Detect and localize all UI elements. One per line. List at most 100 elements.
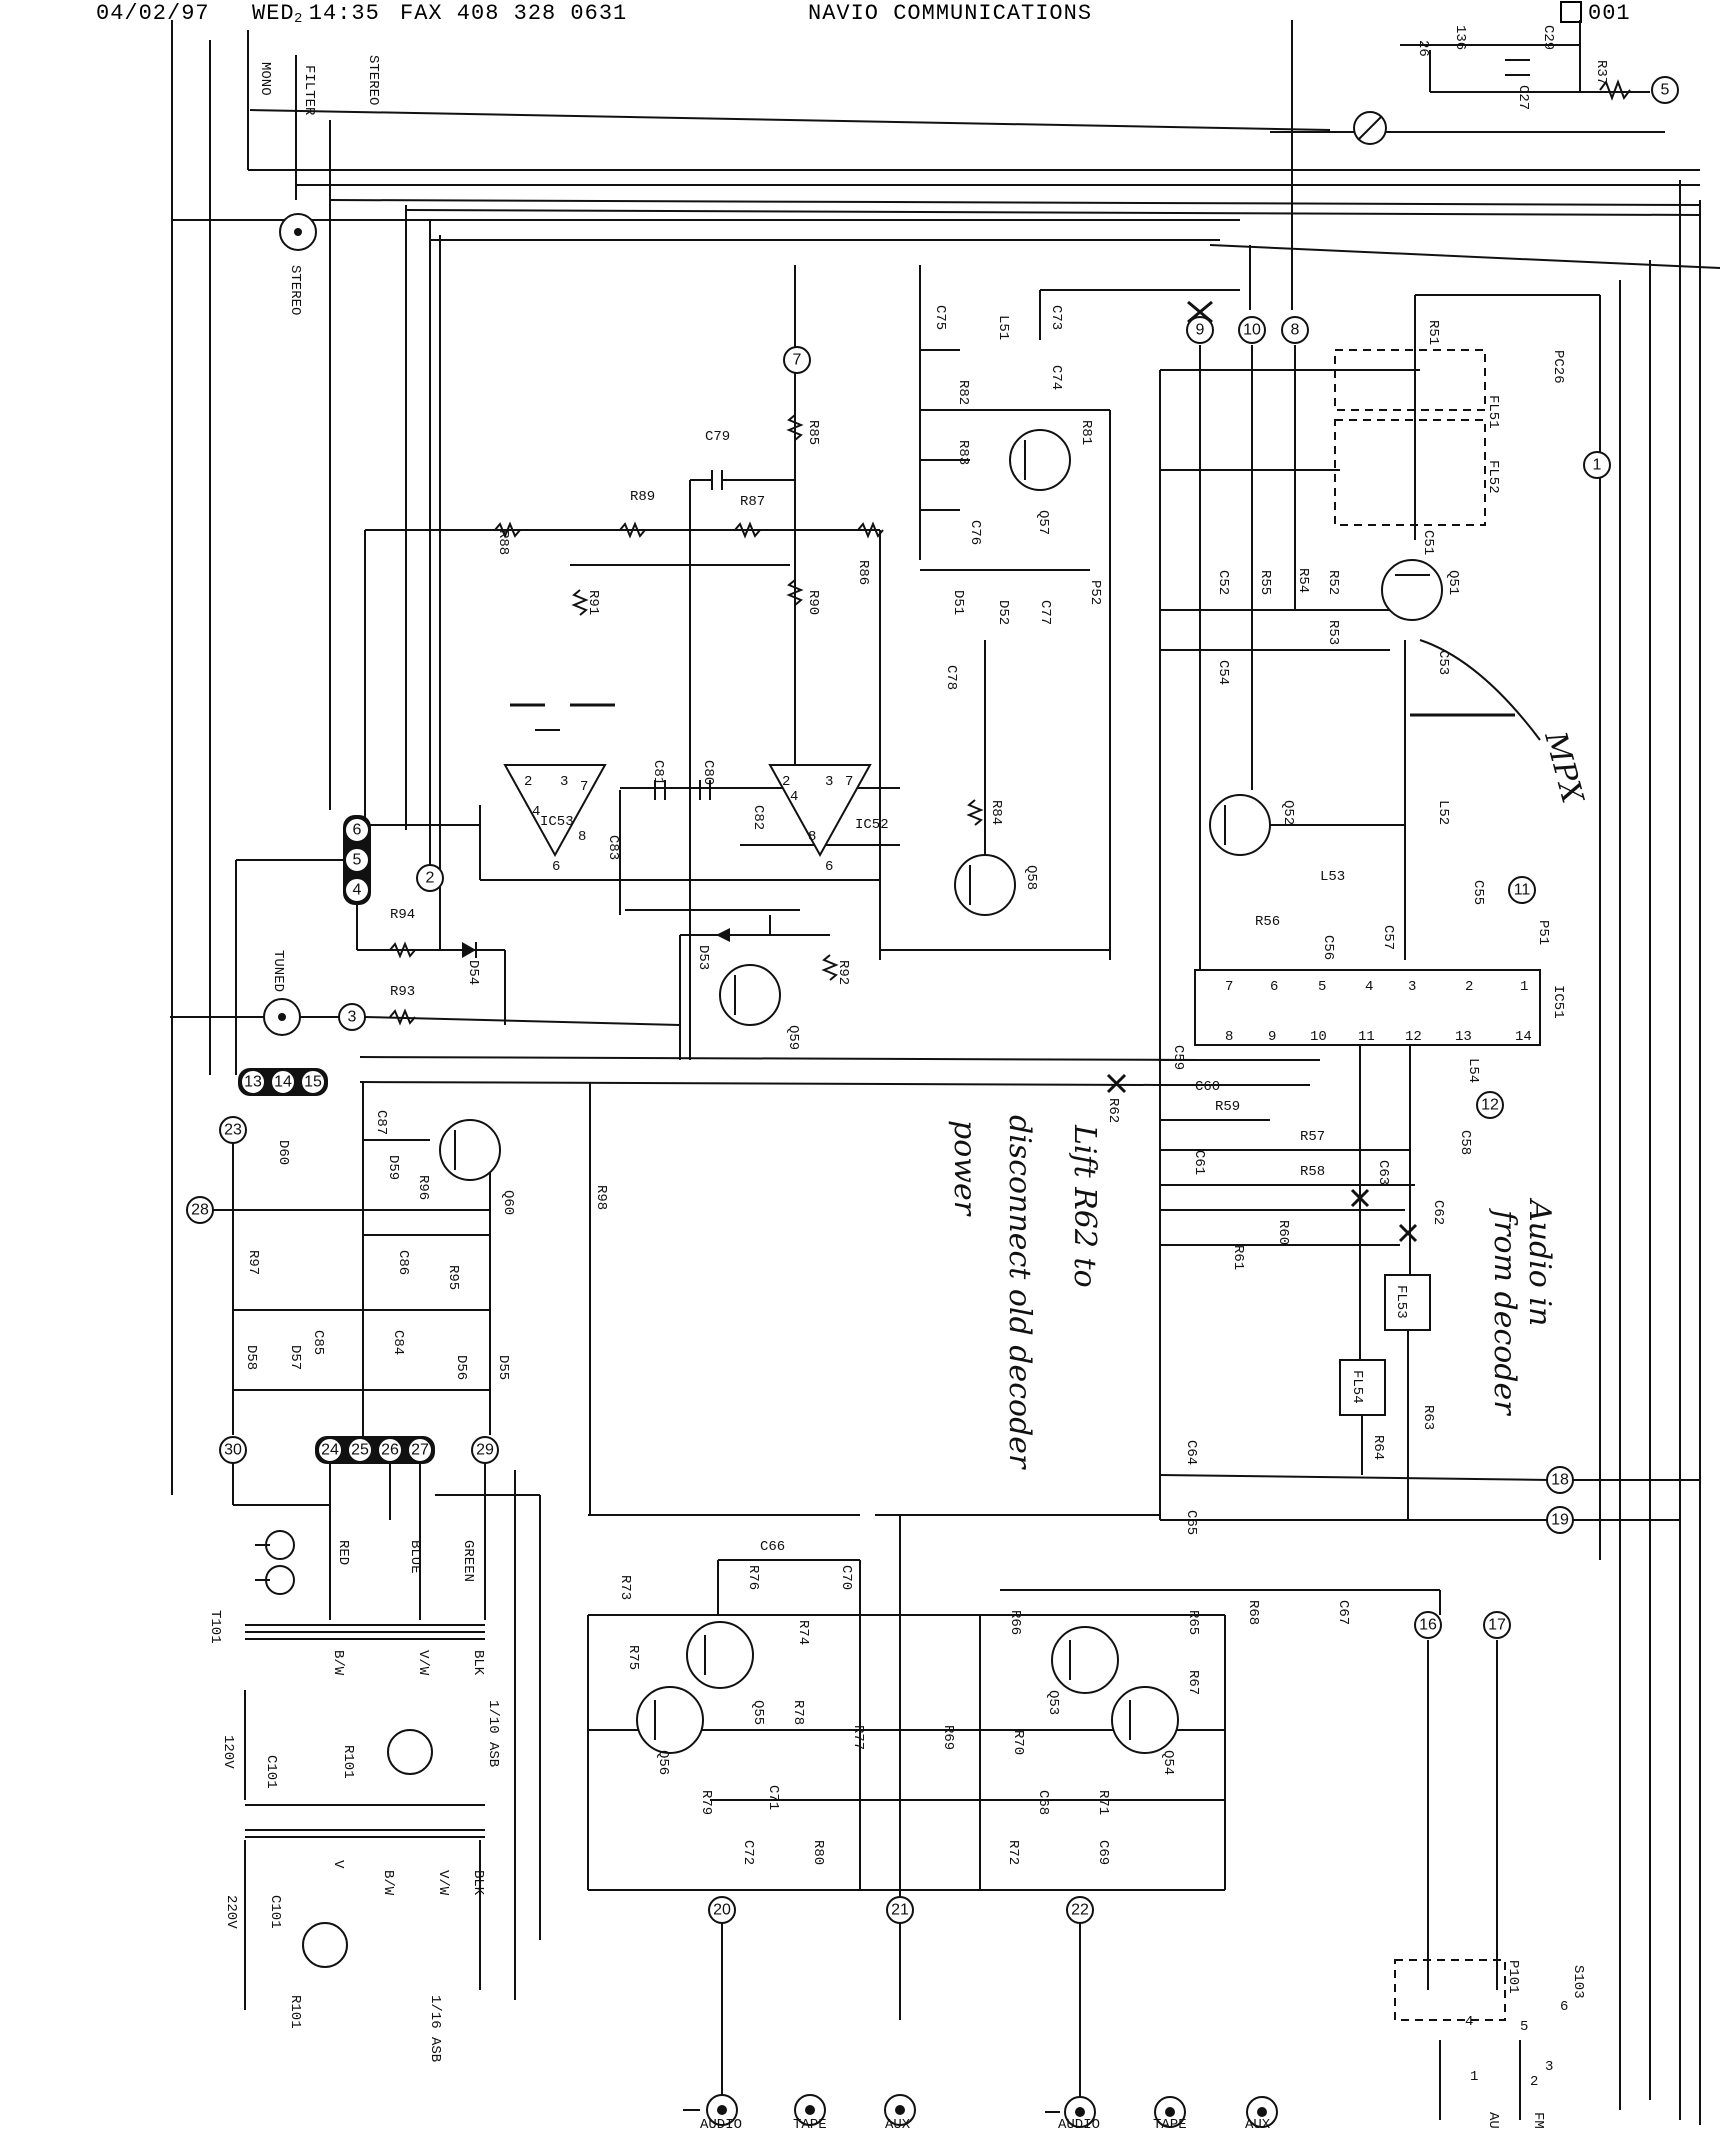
stereo-lamp: STEREO xyxy=(279,213,317,315)
label-r72: R72 xyxy=(1005,1840,1021,1865)
label-p101: P101 xyxy=(1505,1960,1521,1994)
label-r73: R73 xyxy=(617,1575,633,1600)
label-r71: R71 xyxy=(1095,1790,1111,1815)
terminal-29: 29 xyxy=(476,1442,494,1459)
label-r65: R65 xyxy=(1185,1610,1201,1635)
fax-date: 04/02/97 xyxy=(96,1,210,26)
note-disconnect: disconnect old decoder xyxy=(1002,1115,1037,1470)
label-c64: C64 xyxy=(1183,1440,1199,1465)
terminal-11-group: 11 xyxy=(1508,876,1536,904)
label-fl54: FL54 xyxy=(1349,1370,1365,1404)
jack-tape-label-1: TAPE xyxy=(793,2117,827,2131)
label-l52: L52 xyxy=(1435,800,1451,825)
label-c101-2: C101 xyxy=(267,1895,283,1929)
label-d55: D55 xyxy=(495,1355,511,1380)
ic51-pin-12: 12 xyxy=(1405,1029,1422,1045)
terminal-28: 28 xyxy=(191,1202,209,1219)
label-r91: R91 xyxy=(585,590,601,615)
ic52-pin-8: 8 xyxy=(808,829,816,845)
terminal-16: 16 xyxy=(1419,1617,1437,1634)
label-q53: Q53 xyxy=(1045,1690,1061,1715)
label-q54: Q54 xyxy=(1160,1750,1176,1775)
ic51-pin-7: 7 xyxy=(1225,979,1233,995)
label-r79: R79 xyxy=(698,1790,714,1815)
jack-audio-label-2: AUDIO xyxy=(1058,2117,1100,2131)
handwritten-notes: MPX Lift R62 to disconnect old decoder p… xyxy=(947,639,1590,1470)
terminal-11: 11 xyxy=(1514,882,1531,899)
terminal-8: 8 xyxy=(1291,322,1300,339)
terminal-20: 20 xyxy=(713,1902,731,1919)
label-c86: C86 xyxy=(395,1250,411,1275)
terminal-23-group: 23 xyxy=(219,1116,247,1144)
input-jacks: AUDIO TAPE AUX AUDIO TAPE AUX xyxy=(700,2094,1278,2131)
label-c85: C85 xyxy=(310,1330,326,1355)
label-fl53: FL53 xyxy=(1393,1285,1409,1319)
terminal-5: 5 xyxy=(1661,82,1670,99)
label-r92: R92 xyxy=(835,960,851,985)
note-audio-in: Audio in xyxy=(1522,1197,1557,1326)
terminal-30: 30 xyxy=(224,1442,242,1459)
label-c73: C73 xyxy=(1048,305,1064,330)
stereo-switch-label: STEREO xyxy=(365,55,381,105)
fax-checkbox-icon xyxy=(1560,1,1582,23)
fm-label: FM xyxy=(1530,2112,1546,2129)
note-power: power xyxy=(947,1120,982,1217)
label-r63: R63 xyxy=(1420,1405,1436,1430)
label-r58: R58 xyxy=(1300,1164,1325,1180)
label-r78: R78 xyxy=(790,1700,806,1725)
q59-transistor: Q59 D53 R92 xyxy=(695,928,851,1050)
label-r94: R94 xyxy=(390,907,415,923)
label-r74: R74 xyxy=(795,1620,811,1645)
label-r67: R67 xyxy=(1185,1670,1201,1695)
label-r80: R80 xyxy=(810,1840,826,1865)
transformer-t101: RED BLUE GREEN T101 B/W V/W BLK 1/10 ASB… xyxy=(207,1530,501,2062)
wire-vw-label-2: V/W xyxy=(435,1870,451,1896)
terminal-3-group: 3 xyxy=(338,1003,366,1031)
volt-220-label: 220V xyxy=(223,1895,239,1929)
label-r93: R93 xyxy=(390,984,415,1000)
terminal-8-group: 8 xyxy=(1281,316,1309,344)
label-c65: C65 xyxy=(1183,1510,1199,1535)
terminal-27: 27 xyxy=(411,1442,429,1459)
note-from-decoder: from decoder xyxy=(1487,1208,1522,1416)
label-q51: Q51 xyxy=(1445,570,1461,595)
ic51-pin-8: 8 xyxy=(1225,1029,1233,1045)
label-q55: Q55 xyxy=(750,1700,766,1725)
ic53-pin-6: 6 xyxy=(552,859,560,875)
label-c59: C59 xyxy=(1170,1045,1186,1070)
label-c80: C80 xyxy=(700,760,716,785)
ic51-pin-10: 10 xyxy=(1310,1029,1327,1045)
ic51-pin-4: 4 xyxy=(1365,979,1373,995)
label-d60: D60 xyxy=(275,1140,291,1165)
label-r98: R98 xyxy=(593,1185,609,1210)
terminal-18: 18 xyxy=(1551,1472,1569,1489)
label-r81: R81 xyxy=(1078,420,1094,445)
label-r37: R37 xyxy=(1593,60,1609,85)
label-r68: R68 xyxy=(1245,1600,1261,1625)
label-s103: S103 xyxy=(1570,1965,1586,1999)
jack-aux-label-1: AUX xyxy=(885,2117,911,2131)
label-q52: Q52 xyxy=(1280,800,1296,825)
terminal-2: 2 xyxy=(426,870,435,887)
label-c51: C51 xyxy=(1420,530,1436,555)
ic51-pin-9: 9 xyxy=(1268,1029,1276,1045)
label-r59: R59 xyxy=(1215,1099,1240,1115)
terminal-25: 25 xyxy=(351,1442,369,1459)
terminal-16-group: 16 xyxy=(1414,1611,1442,1639)
board-label: PC26 xyxy=(1550,350,1566,384)
label-r85: R85 xyxy=(805,420,821,445)
ic52-pin-3: 3 xyxy=(825,774,833,790)
label-r60: R60 xyxy=(1275,1220,1291,1245)
label-c68: C68 xyxy=(1035,1790,1051,1815)
label-c61: C61 xyxy=(1191,1150,1207,1175)
label-c67: C67 xyxy=(1335,1600,1351,1625)
terminal-9-group: 9 xyxy=(1186,316,1214,344)
terminal-2-group: 2 xyxy=(416,864,444,892)
terminal-17-group: 17 xyxy=(1483,1611,1511,1639)
label-c101: C101 xyxy=(263,1755,279,1789)
label-d52: D52 xyxy=(995,600,1011,625)
label-q57: Q57 xyxy=(1035,510,1051,535)
label-c78: C78 xyxy=(943,665,959,690)
fl53-fl54: FL53 FL54 R63 R64 C64 C65 18 19 xyxy=(1159,1274,1700,1535)
terminal-19: 19 xyxy=(1551,1512,1569,1529)
